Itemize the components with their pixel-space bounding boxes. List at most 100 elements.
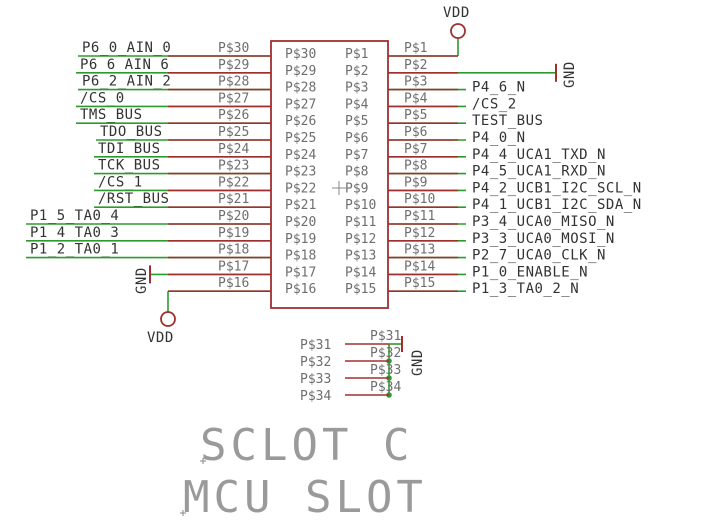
- pin-label-inner-right: P$7: [345, 148, 368, 163]
- pin-label-outer-right: P$11: [404, 209, 435, 224]
- pin-label-outer-left: P$20: [218, 209, 249, 224]
- pin-label-inner-left: P$20: [285, 215, 316, 230]
- pin-label-outer-left: P$25: [218, 125, 249, 140]
- pin-label-outer-left: P$30: [218, 41, 249, 56]
- net-label-right: /CS_2: [472, 96, 517, 112]
- chip-body: [270, 40, 389, 309]
- wires-layer: P6_0_AIN_0P6_6_AIN_6P6_2_AIN_2/CS_0TMS_B…: [26, 38, 642, 398]
- net-label-left: /RST_BUS: [98, 191, 169, 207]
- pin-label-inner-left: P$18: [285, 249, 316, 264]
- net-label-right: P3_4_UCA0_MISO_N: [472, 214, 615, 230]
- pin-label-outer-left: P$29: [218, 58, 249, 73]
- net-label-right: TEST_BUS: [472, 113, 543, 129]
- pin-label-outer-left: P$27: [218, 91, 249, 106]
- header-label-outer: P$32: [300, 355, 331, 370]
- pin-label-inner-right: P$9: [345, 181, 368, 196]
- pin-label-inner-right: P$3: [345, 81, 368, 96]
- net-label-right: P4_6_N: [472, 80, 526, 96]
- pin-label-inner-left: P$29: [285, 64, 316, 79]
- pin-label-outer-left: P$17: [218, 259, 249, 274]
- net-label-right: P4_2_UCB1_I2C_SCL_N: [472, 180, 642, 196]
- pin-label-outer-right: P$6: [404, 125, 427, 140]
- pin-label-outer-right: P$4: [404, 91, 428, 106]
- pin-label-inner-right: P$2: [345, 64, 368, 79]
- net-label-left: P1_5_TA0_4: [30, 208, 119, 224]
- title-line-1: SCLOT C: [200, 420, 413, 471]
- pin-label-outer-right: P$8: [404, 159, 427, 174]
- pin-label-outer-left: P$22: [218, 175, 249, 190]
- net-label-right: P4_5_UCA1_RXD_N: [472, 164, 606, 180]
- pin-label-outer-right: P$12: [404, 226, 435, 241]
- pin-label-inner-right: P$13: [345, 249, 376, 264]
- net-label-left: TDI_BUS: [98, 141, 161, 157]
- header-label-inner: P$32: [370, 346, 401, 361]
- pin-label-inner-left: P$17: [285, 265, 316, 280]
- pin-label-inner-right: P$14: [345, 265, 376, 280]
- pin-label-inner-right: P$4: [345, 97, 369, 112]
- net-label-right: P1_0_ENABLE_N: [472, 264, 588, 280]
- net-label-left: P1_2_TA0_1: [30, 242, 119, 258]
- net-label-left: P6_6_AIN_6: [80, 57, 169, 73]
- pin-label-outer-right: P$14: [404, 259, 435, 274]
- pin-label-outer-left: P$26: [218, 108, 249, 123]
- pin-label-inner-left: P$24: [285, 148, 316, 163]
- pin-label-inner-left: P$27: [285, 97, 316, 112]
- pin-label-outer-right: P$5: [404, 108, 427, 123]
- gnd-label-header: GND: [410, 349, 426, 376]
- header-label-inner: P$31: [370, 329, 401, 344]
- pin-label-outer-left: P$28: [218, 75, 249, 90]
- header-label-outer: P$33: [300, 372, 331, 387]
- pin-label-outer-right: P$2: [404, 58, 427, 73]
- net-label-left: P6_0_AIN_0: [82, 40, 171, 56]
- net-label-left: /CS_0: [80, 90, 125, 106]
- net-label-right: P3_3_UCA0_MOSI_N: [472, 231, 615, 247]
- pin-label-outer-right: P$13: [404, 243, 435, 258]
- pin-label-outer-left: P$21: [218, 192, 249, 207]
- vdd-label-top: VDD: [443, 5, 470, 21]
- header-label-outer: P$31: [300, 338, 331, 353]
- title-block: SCLOT C MCU SLOT: [183, 420, 427, 523]
- net-label-left: TCK_BUS: [98, 158, 161, 174]
- pin-label-outer-left: P$19: [218, 226, 249, 241]
- net-label-right: P4_0_N: [472, 130, 526, 146]
- vdd-label-bottom: VDD: [147, 330, 174, 346]
- vdd-symbol-bottom: [160, 311, 176, 327]
- pin-label-outer-right: P$10: [404, 192, 435, 207]
- pin-label-outer-right: P$7: [404, 142, 427, 157]
- net-label-right: P4_1_UCB1_I2C_SDA_N: [472, 197, 642, 213]
- pin-label-outer-right: P$9: [404, 175, 427, 190]
- pin-label-outer-left: P$24: [218, 142, 249, 157]
- pin-label-inner-left: P$21: [285, 198, 316, 213]
- pin-label-inner-right: P$12: [345, 232, 376, 247]
- header-label-inner: P$33: [370, 363, 401, 378]
- pin-label-outer-right: P$1: [404, 41, 427, 56]
- vdd-symbol-top: [450, 23, 466, 39]
- pin-label-outer-right: P$3: [404, 75, 427, 90]
- net-label-right: P2_7_UCA0_CLK_N: [472, 248, 606, 264]
- pin-label-outer-left: P$16: [218, 276, 249, 291]
- net-label-right: P1_3_TA0_2_N: [472, 281, 579, 297]
- pin-label-inner-left: P$30: [285, 47, 316, 62]
- pin-label-outer-right: P$15: [404, 276, 435, 291]
- pin-label-inner-left: P$16: [285, 282, 316, 297]
- net-label-right: P4_4_UCA1_TXD_N: [472, 147, 606, 163]
- pin-label-inner-left: P$25: [285, 131, 316, 146]
- pin-label-outer-left: P$23: [218, 159, 249, 174]
- pin-label-inner-right: P$11: [345, 215, 376, 230]
- pin-label-inner-left: P$22: [285, 181, 316, 196]
- pin-label-inner-right: P$10: [345, 198, 376, 213]
- pin-label-outer-left: P$18: [218, 243, 249, 258]
- net-label-left: TMS_BUS: [80, 107, 143, 123]
- pin-label-inner-left: P$26: [285, 114, 316, 129]
- header-label-outer: P$34: [300, 389, 331, 404]
- pin-label-inner-left: P$23: [285, 165, 316, 180]
- gnd-label-right: GND: [562, 61, 578, 88]
- title-line-2: MCU SLOT: [183, 472, 427, 523]
- pin-label-inner-left: P$19: [285, 232, 316, 247]
- pin-label-inner-right: P$1: [345, 47, 368, 62]
- net-label-left: /CS_1: [98, 174, 143, 190]
- net-label-left: P1_4_TA0_3: [30, 225, 119, 241]
- net-label-left: P6_2_AIN_2: [82, 74, 171, 90]
